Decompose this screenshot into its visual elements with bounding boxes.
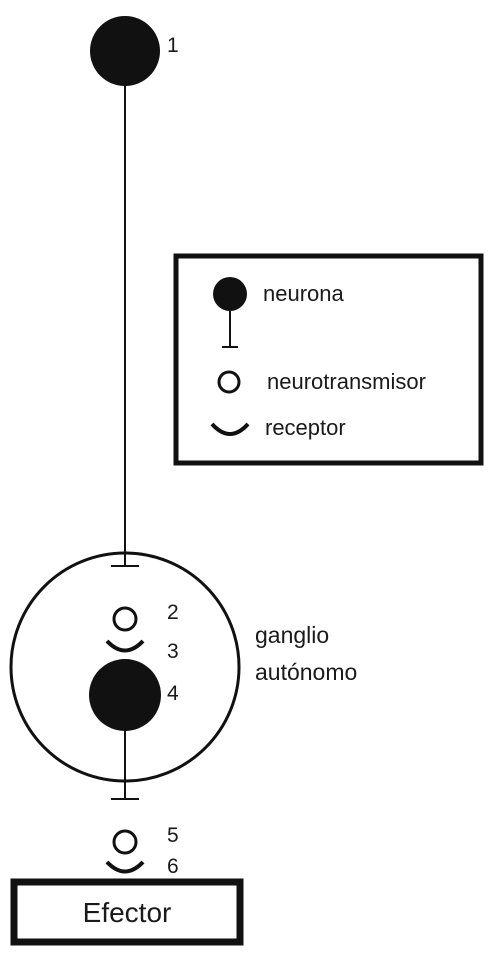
label-2: 2	[167, 601, 179, 624]
preganglionic-neuron-body	[90, 16, 160, 86]
label-6: 6	[167, 855, 179, 878]
postganglionic-neuron-body	[89, 659, 161, 731]
legend-neurotransmitter-icon	[217, 370, 241, 394]
legend-neurotransmitter-label: neurotransmisor	[267, 369, 426, 394]
legend-box	[173, 253, 484, 466]
effector-receptor	[105, 860, 145, 874]
ganglion-receptor	[105, 639, 145, 653]
ganglion-neurotransmitter	[112, 606, 138, 632]
legend-neuron-label: neurona	[263, 281, 345, 306]
effector-neurotransmitter	[112, 829, 138, 855]
legend-neuron-icon	[213, 277, 247, 311]
label-4: 4	[167, 682, 179, 705]
label-1: 1	[167, 34, 179, 57]
effector-box	[10, 878, 244, 946]
legend-receptor-label: receptor	[265, 415, 346, 440]
label-3: 3	[167, 640, 179, 663]
ganglion-label-line2: autónomo	[255, 659, 357, 685]
ganglion-label-line1: ganglio	[255, 622, 329, 648]
legend-receptor-icon	[210, 422, 250, 436]
label-5: 5	[167, 824, 179, 847]
effector-label: Efector	[83, 897, 172, 928]
